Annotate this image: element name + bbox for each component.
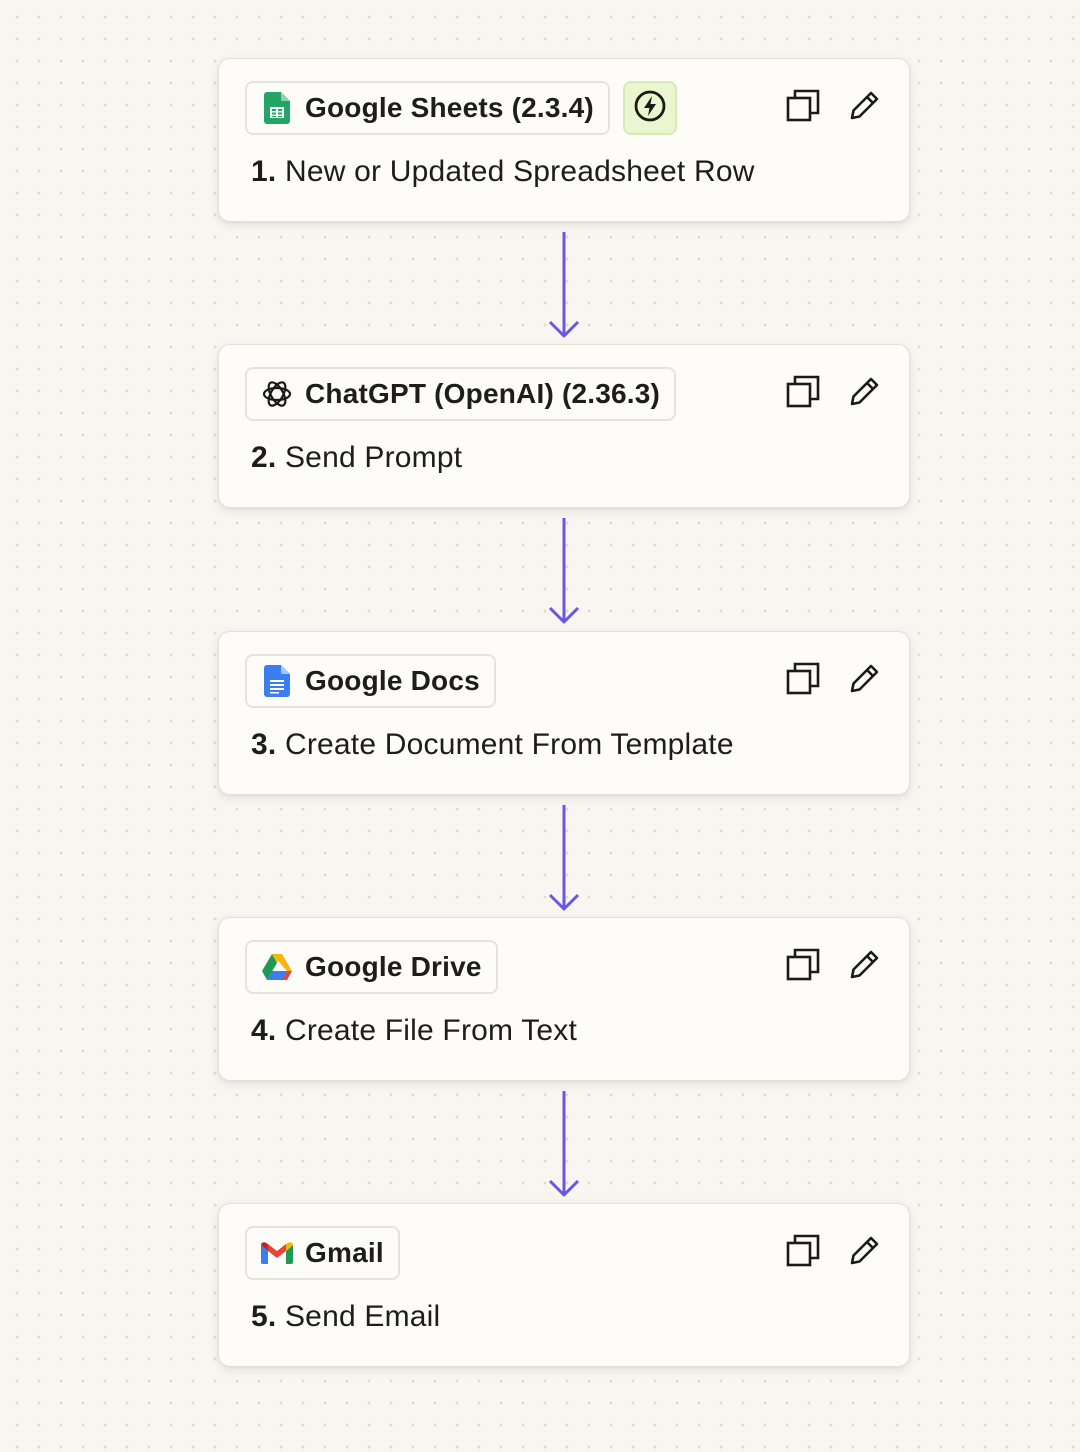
duplicate-button[interactable] bbox=[784, 89, 822, 127]
app-badge-google-drive[interactable]: Google Drive bbox=[245, 940, 498, 994]
edit-button[interactable] bbox=[845, 89, 883, 127]
step-card-3[interactable]: Google Docs 3. Create Document From Temp… bbox=[218, 631, 910, 795]
connector-arrow bbox=[548, 1091, 580, 1197]
step-number: 5. bbox=[251, 1300, 277, 1333]
step-action: Send Prompt bbox=[284, 441, 463, 474]
copy-icon bbox=[786, 375, 820, 414]
step-action: Create File From Text bbox=[284, 1014, 578, 1047]
edit-button[interactable] bbox=[845, 948, 883, 986]
app-badge-gmail[interactable]: Gmail bbox=[245, 1226, 400, 1280]
step-card-4[interactable]: Google Drive 4. Create File From Text bbox=[218, 917, 910, 1081]
duplicate-button[interactable] bbox=[784, 1234, 822, 1272]
step-title: 3. Create Document From Template bbox=[251, 728, 734, 762]
step-action: Create Document From Template bbox=[284, 728, 734, 761]
edit-button[interactable] bbox=[845, 1234, 883, 1272]
edit-button[interactable] bbox=[845, 375, 883, 413]
connector-arrow bbox=[548, 518, 580, 624]
copy-icon bbox=[786, 89, 820, 128]
duplicate-button[interactable] bbox=[784, 662, 822, 700]
chatgpt-icon bbox=[261, 378, 293, 410]
step-title: 1. New or Updated Spreadsheet Row bbox=[251, 155, 755, 189]
step-number: 2. bbox=[251, 441, 277, 474]
app-name: Google Drive bbox=[305, 951, 482, 982]
duplicate-button[interactable] bbox=[784, 948, 822, 986]
gmail-icon bbox=[261, 1237, 293, 1269]
lightning-circle-icon bbox=[633, 89, 667, 128]
duplicate-button[interactable] bbox=[784, 375, 822, 413]
step-action: Send Email bbox=[284, 1300, 441, 1333]
step-number: 4. bbox=[251, 1014, 277, 1047]
step-action: New or Updated Spreadsheet Row bbox=[284, 155, 755, 188]
step-number: 1. bbox=[251, 155, 277, 188]
app-badge-chatgpt[interactable]: ChatGPT (OpenAI) (2.36.3) bbox=[245, 367, 677, 421]
pencil-icon bbox=[847, 662, 881, 701]
trigger-badge[interactable] bbox=[623, 81, 677, 135]
copy-icon bbox=[786, 662, 820, 701]
pencil-icon bbox=[847, 89, 881, 128]
google-drive-icon bbox=[261, 951, 293, 983]
pencil-icon bbox=[847, 375, 881, 414]
pencil-icon bbox=[847, 1234, 881, 1273]
step-title: 5. Send Email bbox=[251, 1300, 440, 1334]
step-card-1[interactable]: Google Sheets (2.3.4) bbox=[218, 58, 910, 222]
app-badge-google-sheets[interactable]: Google Sheets (2.3.4) bbox=[245, 81, 610, 135]
app-name: Gmail bbox=[305, 1237, 384, 1268]
app-name: ChatGPT (OpenAI) (2.36.3) bbox=[305, 378, 661, 409]
copy-icon bbox=[786, 948, 820, 987]
app-name: Google Sheets (2.3.4) bbox=[305, 92, 594, 123]
connector-arrow bbox=[548, 232, 580, 338]
copy-icon bbox=[786, 1234, 820, 1273]
google-docs-icon bbox=[261, 665, 293, 697]
step-title: 2. Send Prompt bbox=[251, 441, 462, 475]
google-sheets-icon bbox=[261, 92, 293, 124]
app-badge-google-docs[interactable]: Google Docs bbox=[245, 654, 496, 708]
step-card-2[interactable]: ChatGPT (OpenAI) (2.36.3) 2. Send Prompt bbox=[218, 344, 910, 508]
pencil-icon bbox=[847, 948, 881, 987]
step-number: 3. bbox=[251, 728, 277, 761]
step-card-5[interactable]: Gmail 5. Send Email bbox=[218, 1203, 910, 1367]
step-title: 4. Create File From Text bbox=[251, 1014, 577, 1048]
connector-arrow bbox=[548, 805, 580, 911]
edit-button[interactable] bbox=[845, 662, 883, 700]
app-name: Google Docs bbox=[305, 665, 480, 696]
